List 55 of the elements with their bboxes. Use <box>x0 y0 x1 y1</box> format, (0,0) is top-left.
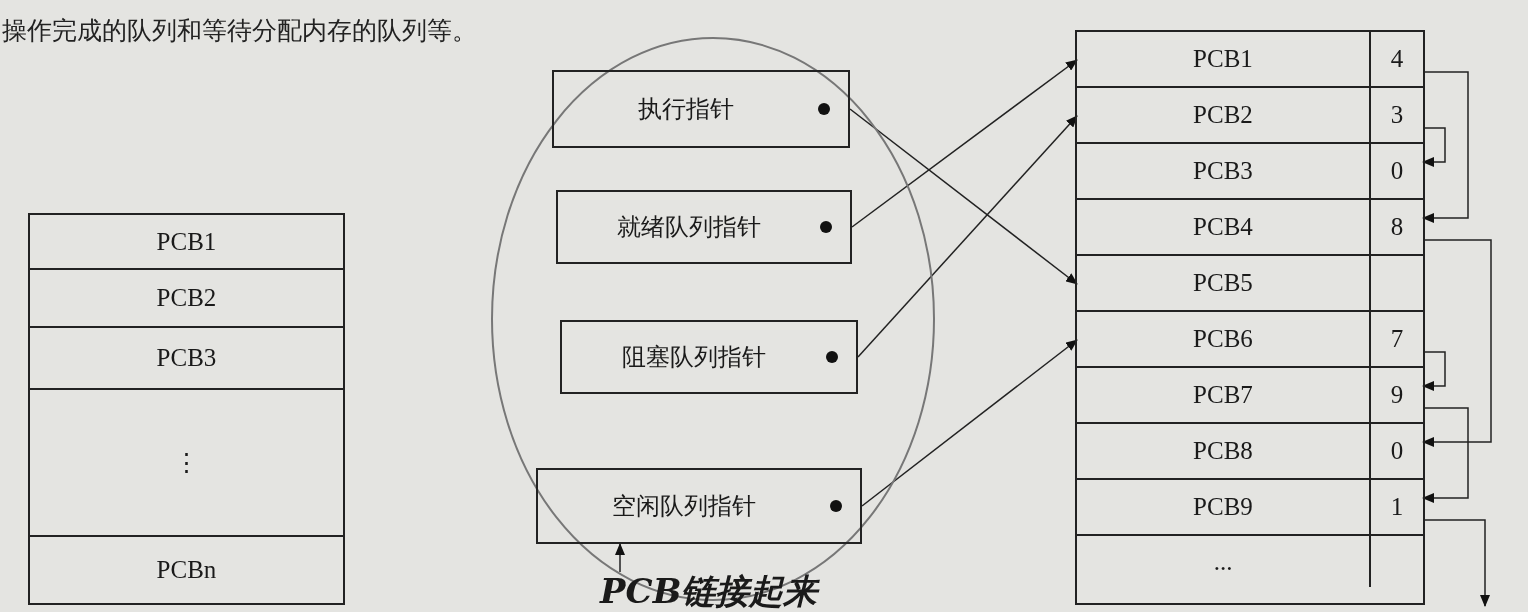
link-value: 0 <box>1369 424 1423 478</box>
pcb-row <box>1077 480 1423 536</box>
pointer-box <box>560 320 858 394</box>
pcb-name: PCB2 <box>1192 101 1254 129</box>
link-value: 7 <box>1369 312 1423 366</box>
pcb-row <box>1077 200 1423 256</box>
pcb-name: PCB1 <box>156 227 217 256</box>
arrow <box>857 115 1078 358</box>
pcb-name: PCB5 <box>1192 269 1254 297</box>
pcb-name: PCB2 <box>156 284 217 312</box>
pcb-name: PCB3 <box>1192 157 1254 185</box>
link-value: 9 <box>1369 368 1423 422</box>
arrow <box>1422 71 1469 223</box>
arrow <box>849 108 1078 285</box>
pointer-name: 空闲队列指针 <box>612 492 756 521</box>
link-value: 8 <box>1369 200 1423 254</box>
pcb-row <box>1077 312 1423 368</box>
pcb-row <box>1077 368 1423 424</box>
pcb-name: PCB7 <box>1192 381 1254 409</box>
pcb-name: PCB1 <box>1192 45 1254 73</box>
pcb-name: PCBn <box>156 556 217 584</box>
arrow <box>851 59 1078 228</box>
pcb-name: ... <box>1212 547 1234 576</box>
link-value: 4 <box>1369 32 1423 86</box>
pointer-name: 阻塞队列指针 <box>622 343 766 372</box>
arrow <box>1422 407 1469 503</box>
link-value: 0 <box>1369 144 1423 198</box>
pointer-box <box>536 468 862 544</box>
arrow <box>615 543 625 573</box>
arrow <box>1422 239 1492 447</box>
arrow <box>861 339 1078 507</box>
body-text: 操作完成的队列和等待分配内存的队列等。 <box>2 16 477 46</box>
arrow <box>1422 351 1446 391</box>
pcb-name: ⋮ <box>174 448 199 477</box>
pointer-name: 执行指针 <box>638 95 734 124</box>
link-value: 3 <box>1369 88 1423 142</box>
pointer-name: 就绪队列指针 <box>617 213 761 242</box>
pcb-row <box>1077 144 1423 200</box>
pcb-name: PCB4 <box>1192 213 1254 241</box>
pcb-name: PCB6 <box>1192 325 1254 353</box>
pcb-name: PCB9 <box>1192 493 1254 521</box>
pcb-row <box>1077 32 1423 88</box>
pcb-name: PCB8 <box>1192 437 1254 465</box>
pcb-row <box>1077 424 1423 480</box>
pcb-table <box>1075 30 1425 605</box>
pointer-box <box>556 190 852 264</box>
arrow <box>1422 127 1446 167</box>
arrow <box>1422 519 1490 607</box>
pcb-name: PCB3 <box>156 344 217 372</box>
pointer-box <box>552 70 850 148</box>
link-value: 1 <box>1369 480 1423 534</box>
pcb-table <box>28 213 345 605</box>
handwritten-note: PCB链接起来 <box>600 570 818 612</box>
pcb-row <box>1077 88 1423 144</box>
pcb-row <box>1077 256 1423 312</box>
